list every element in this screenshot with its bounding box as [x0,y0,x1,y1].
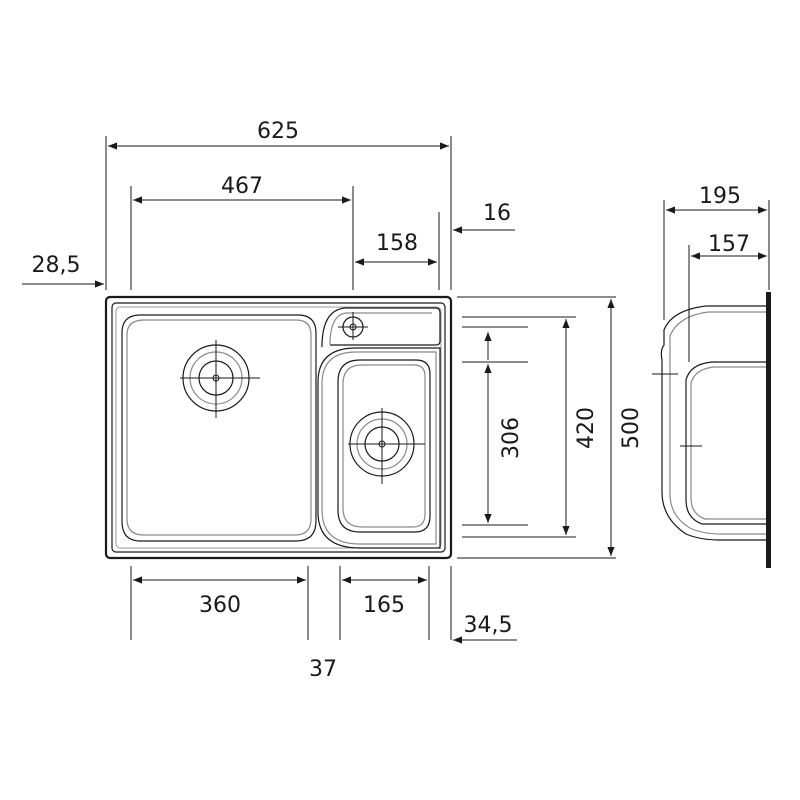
small-bowl-drain-icon [348,408,425,484]
dim-large-bowl-width: 360 [199,593,241,618]
side-rim [766,292,771,568]
sink-inner-rim [111,302,446,553]
top-view-dimensions: 625 467 158 16 28,5 360 165 37 34,5 [22,119,644,682]
sink-top-view [104,295,453,560]
dim-side-inner-depth: 157 [708,232,750,257]
sink-outer-rim [104,295,453,560]
large-bowl [121,314,317,542]
side-view-dimensions: 195 157 [663,184,770,362]
dim-divider: 37 [309,657,337,682]
dim-overall-width: 625 [257,119,299,144]
dim-small-bowl-width: 165 [363,593,405,618]
dim-bowl-depth: 420 [574,407,599,449]
dim-left-offset: 28,5 [32,253,81,278]
dim-overall-depth: 500 [619,407,644,449]
tap-hole-icon [338,312,368,340]
dim-small-bowl-right: 34,5 [464,613,513,638]
dim-side-depth: 195 [699,184,741,209]
sink-rim-edge [115,306,442,549]
small-bowl [317,347,441,549]
dim-large-bowl-span: 467 [221,174,263,199]
dim-small-bowl-depth: 306 [499,417,524,459]
large-bowl-drain-icon [180,340,260,418]
dim-right-edge: 16 [483,201,511,226]
sink-side-view [652,292,771,568]
dim-drain-area: 158 [376,231,418,256]
drain-tray [321,307,441,348]
